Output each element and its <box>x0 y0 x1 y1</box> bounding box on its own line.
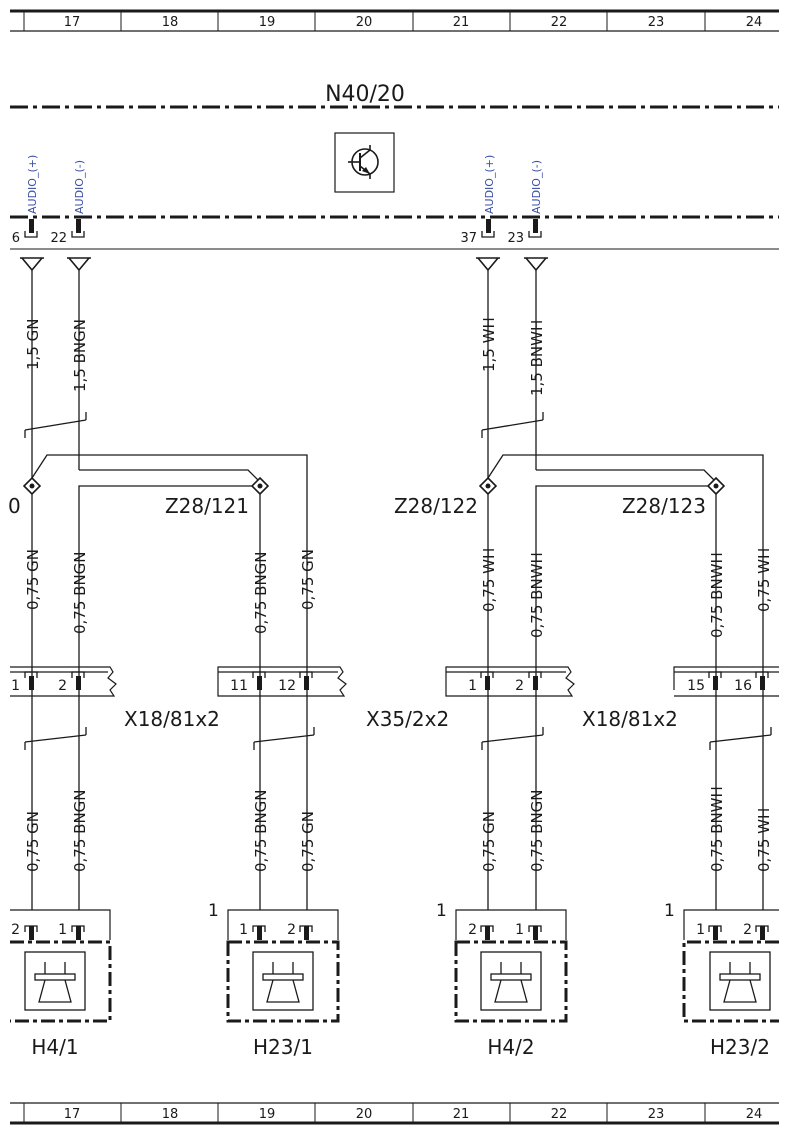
connector-pin-15: 15 <box>687 678 705 694</box>
speaker-one-mark-1: 1 <box>208 901 219 921</box>
wire-label-low-6: 0,75 BNGN <box>528 789 546 872</box>
grid-col-24: 24 <box>746 15 763 30</box>
grid-col-22-bottom: 22 <box>551 1107 568 1122</box>
speaker-label-h23-2: H23/2 <box>710 1035 770 1059</box>
signal-label-4: AUDIO_(-) <box>530 160 543 214</box>
grid-col-17: 17 <box>64 15 81 30</box>
speaker-label-h23-1: H23/1 <box>253 1035 313 1059</box>
transistor-icon <box>334 132 395 193</box>
wire-label-low-4: 0,75 GN <box>299 811 317 872</box>
wire-label-low-2: 0,75 BNGN <box>71 789 89 872</box>
grid-col-21-bottom: 21 <box>453 1107 470 1122</box>
connectors <box>10 666 779 697</box>
speaker-pin-h4-2-b: 1 <box>515 922 524 938</box>
splices: 0 Z28/121 Z28/122 Z28/123 <box>8 476 726 518</box>
module-pin-6: 6 <box>12 231 20 246</box>
wire-label-mid-6: 0,75 BNWH <box>528 552 546 638</box>
connector-pin-11: 11 <box>230 678 248 694</box>
bottom-grid-bar: 17 18 19 20 21 22 23 24 <box>10 1102 779 1125</box>
connector-pin-1a: 1 <box>11 678 20 694</box>
wire-label-mid-3: 0,75 BNGN <box>252 551 270 634</box>
speaker-label-h4-2: H4/2 <box>487 1035 534 1059</box>
signal-label-3: AUDIO_(+) <box>483 155 496 214</box>
grid-col-18-bottom: 18 <box>162 1107 179 1122</box>
wire-label-low-1: 0,75 GN <box>24 811 42 872</box>
speaker-icon <box>252 951 314 1011</box>
connector-pin-2b: 2 <box>515 678 524 694</box>
speaker-one-mark-3: 1 <box>664 901 675 921</box>
signal-label-1: AUDIO_(+) <box>26 155 39 214</box>
module-pin-contacts <box>24 219 542 238</box>
speaker-icon <box>709 951 771 1011</box>
wire-label-top-2: 1,5 BNGN <box>71 319 89 392</box>
connector-pin-1b: 1 <box>468 678 477 694</box>
wire-label-top-4: 1,5 BNWH <box>528 320 546 396</box>
grid-col-22: 22 <box>551 15 568 30</box>
connector-pin-12: 12 <box>278 678 296 694</box>
grid-col-19: 19 <box>259 15 276 30</box>
splice-label-z28-122: Z28/122 <box>394 494 478 518</box>
wire-label-mid-7: 0,75 BNWH <box>708 552 726 638</box>
shield-triangles <box>20 257 548 272</box>
grid-col-18: 18 <box>162 15 179 30</box>
speaker-pin-h4-1-a: 2 <box>11 922 20 938</box>
grid-col-23: 23 <box>648 15 665 30</box>
connector-label-x35-2x2: X35/2x2 <box>366 707 449 731</box>
wire-label-top-1: 1,5 GN <box>24 319 42 370</box>
wire-label-mid-2: 0,75 BNGN <box>71 551 89 634</box>
grid-col-17-bottom: 17 <box>64 1107 81 1122</box>
speaker-pin-h23-2-b: 2 <box>743 922 752 938</box>
connector-contacts <box>24 671 769 690</box>
wire-label-top-3: 1,5 WH <box>480 317 498 372</box>
module-pin-22: 22 <box>50 231 67 246</box>
grid-col-19-bottom: 19 <box>259 1107 276 1122</box>
signal-label-2: AUDIO_(-) <box>73 160 86 214</box>
connector-label-x18-81x2-right: X18/81x2 <box>582 707 678 731</box>
wire-label-low-5: 0,75 GN <box>480 811 498 872</box>
module-name: N40/20 <box>325 82 405 107</box>
speaker-pin-h23-1-a: 1 <box>239 922 248 938</box>
wires <box>24 270 772 910</box>
speakers: 2 1 1 2 2 1 1 2 1 1 1 <box>10 901 779 1059</box>
speaker-icon <box>24 951 86 1011</box>
grid-col-23-bottom: 23 <box>648 1107 665 1122</box>
wire-label-low-8: 0,75 WH <box>755 808 773 872</box>
speaker-one-mark-2: 1 <box>436 901 447 921</box>
splice-label-partial: 0 <box>8 494 21 518</box>
grid-col-20-bottom: 20 <box>356 1107 373 1122</box>
connector-pin-16: 16 <box>734 678 752 694</box>
connector-label-x18-81x2-left: X18/81x2 <box>124 707 220 731</box>
speaker-icon <box>480 951 542 1011</box>
module-pin-37: 37 <box>460 231 477 246</box>
grid-col-20: 20 <box>356 15 373 30</box>
grid-col-24-bottom: 24 <box>746 1107 763 1122</box>
wire-label-low-7: 0,75 BNWH <box>708 786 726 872</box>
grid-col-21: 21 <box>453 15 470 30</box>
module-n40-20: N40/20 AUDIO_(+) AUDIO_(-) AUDIO_(+) AUD… <box>10 82 779 272</box>
connector-pin-2a: 2 <box>58 678 67 694</box>
splice-label-z28-121: Z28/121 <box>165 494 249 518</box>
speaker-label-h4-1: H4/1 <box>31 1035 78 1059</box>
speaker-pin-h4-2-a: 2 <box>468 922 477 938</box>
splice-label-z28-123: Z28/123 <box>622 494 706 518</box>
speaker-pin-h23-1-b: 2 <box>287 922 296 938</box>
top-grid-bar: 17 18 19 20 21 22 23 24 <box>10 9 779 32</box>
speaker-pin-h4-1-b: 1 <box>58 922 67 938</box>
wire-label-mid-8: 0,75 WH <box>755 548 773 612</box>
wire-label-mid-5: 0,75 WH <box>480 548 498 612</box>
wire-label-mid-1: 0,75 GN <box>24 549 42 610</box>
module-pin-23: 23 <box>507 231 524 246</box>
wire-label-mid-4: 0,75 GN <box>299 549 317 610</box>
speaker-pin-h23-2-a: 1 <box>696 922 705 938</box>
wire-label-low-3: 0,75 BNGN <box>252 789 270 872</box>
